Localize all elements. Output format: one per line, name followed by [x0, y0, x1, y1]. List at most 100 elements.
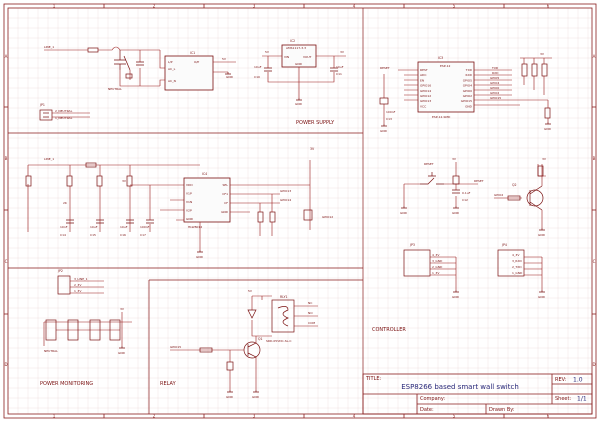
jp1-connector [39, 109, 53, 121]
ic3-left-pin-1: ADC [420, 73, 426, 77]
pm-gnd: GND [196, 255, 204, 259]
schematic-title: ESP8266 based smart wall switch [401, 383, 519, 391]
ic4-value: HLW8012 [188, 225, 202, 229]
ic2-gnd-symbol: GND [295, 102, 303, 106]
ic3-txd-net: TXD [491, 66, 499, 70]
controller-gnd-3: GND [400, 211, 408, 215]
rly1-value: SRD-05VDC-SL-C [266, 339, 291, 343]
section-title-relay: RELAY [160, 381, 177, 387]
jp3-pin-4: 4_3V [432, 253, 440, 257]
ic3-right-pin-1: RXD [466, 73, 473, 77]
col-label-5: 5 [453, 3, 456, 8]
controller-gnd-4: GND [452, 211, 460, 215]
jp4-pin-4: 4_3V [512, 253, 520, 257]
c12-label: C12 [462, 198, 468, 202]
ic4-right-pin-3: GND [221, 210, 229, 214]
c17-value: 100nF [140, 225, 150, 229]
rev-value: 1.0 [573, 377, 583, 384]
col-label-4: 4 [353, 3, 356, 8]
frame-coordinates: 1 2 3 4 5 6 1 2 3 4 5 6 A B C D A B C D [4, 3, 596, 418]
pm-gpio12-net: GPIO12 [322, 215, 333, 219]
pm-gpio13-net: GPIO13 [280, 189, 291, 193]
jp2-connector [57, 275, 71, 295]
rly1-ref: RLY1 [280, 295, 288, 299]
rev-label: REV: [555, 377, 567, 383]
jp4-pin-2: 2_TXD [512, 265, 522, 269]
q2-gpio2-net: GPIO2 [494, 193, 503, 197]
ic3-right-pin-3: GPIO4 [463, 84, 472, 88]
ic1-pin-op: O/P [194, 60, 199, 64]
ic4-left-pin-1: V1P [186, 192, 192, 196]
ic3-left-pin-0: REST [420, 68, 428, 72]
section-dividers [8, 8, 364, 414]
ic4-left-pin-2: V1N [186, 200, 192, 204]
ic2-value: AMS1117-3.3 [286, 46, 306, 50]
jp4-ref: JP4 [501, 243, 507, 247]
date-label: Date: [420, 407, 434, 413]
sheet-label: Sheet: [555, 396, 571, 402]
row-label-c-right: C [593, 259, 596, 264]
reset-net-label: RESET [474, 179, 484, 183]
power-monitoring-section: LINE_1 2K 10nF C14 10uF C15 10uF C16 100… [25, 147, 333, 355]
controller-gnd-1: GND [380, 129, 388, 133]
relay-5v-label: 5V [248, 289, 253, 293]
c17-label: C17 [140, 233, 146, 237]
neutral-label-ps: NEUTRAL [108, 87, 122, 91]
ic3-right-pin-4: GPIO0 [463, 89, 472, 93]
ic3-gpio5-net: GPIO5 [490, 76, 499, 80]
pm-shunt-3v: 3V [120, 307, 125, 311]
rly1-nc: NC [308, 301, 312, 305]
pm-3v-top: 3V [310, 147, 315, 151]
ic2-5v-label: 5V [265, 50, 270, 54]
power-supply-section: JP1 2_NEUTRAL 1_NEUTRAL LINE_1 NEUTRAL I… [39, 39, 346, 121]
pm-line-label: LINE_1 [44, 157, 54, 161]
q1-body [243, 341, 261, 359]
jp3-pin-3: 3_GND [432, 259, 443, 263]
relay-gnd-2: GND [226, 395, 234, 399]
pm-r-value: 2K [63, 201, 68, 205]
controller-gnd-5: GND [538, 233, 546, 237]
relay-gpio15-net: GPIO15 [170, 345, 181, 349]
ic3-reset-net: RESET [380, 66, 390, 70]
relay-gnd-1: GND [252, 395, 260, 399]
controller-section: IC3 ESP-12 ESP-12-SMD RESTADCENGPIO16GPI… [379, 52, 552, 299]
ic3-left-pin-5: GPIO12 [420, 94, 431, 98]
ic3-gpio2-net: GPIO2 [490, 91, 499, 95]
ic3-gpio4-net: GPIO4 [490, 81, 499, 85]
line-input-label: LINE_1 [44, 45, 54, 49]
ic1-pin-acn: AC_N [168, 79, 176, 83]
ic1-ref: IC1 [190, 51, 195, 55]
ic3-ref: IC3 [438, 56, 443, 60]
ic1-pin-lp: L/P [168, 60, 173, 64]
jp4-pin-1: 1_GND [512, 271, 523, 275]
ic4-body [183, 177, 231, 223]
rly1-com: COM [308, 321, 315, 325]
jp4-gnd: GND [538, 295, 546, 299]
ic3-left-pin-3: GPIO16 [420, 84, 431, 88]
ic4-left-pin-4: GND [186, 217, 194, 221]
jp2-pin-2: 2_3V [74, 283, 82, 287]
ic3-rxd-net: RXD [492, 71, 499, 75]
ic3-right-pin-2: GPIO5 [463, 78, 472, 82]
jp2-pin-3: 3_LINE_1 [74, 277, 88, 281]
ic3-right-pin-7: GND [465, 104, 473, 108]
jp1-pin-1: 1_NEUTRAL [55, 116, 73, 120]
row-label-b-right: B [593, 156, 596, 161]
jp3-pin-2: 2_GND [432, 265, 443, 269]
jp3-gnd: GND [452, 295, 460, 299]
col-label-2-bottom: 2 [153, 413, 156, 418]
ic3-body [417, 61, 475, 113]
ic1-pin-acl: AC_L [168, 67, 176, 71]
jp3-ref: JP3 [409, 243, 415, 247]
col-label-2: 2 [153, 3, 156, 8]
pullup-3v-label: 3V [540, 52, 545, 56]
ic3-left-pin-7: VCC [420, 104, 426, 108]
col-label-1: 1 [53, 3, 56, 8]
jp4-pin-3: 3_RXD [512, 259, 523, 263]
company-label: Company: [420, 396, 445, 402]
c13-value: 100nF [386, 110, 396, 114]
row-label-b: B [5, 156, 8, 161]
title-label: TITLE: [365, 376, 382, 382]
